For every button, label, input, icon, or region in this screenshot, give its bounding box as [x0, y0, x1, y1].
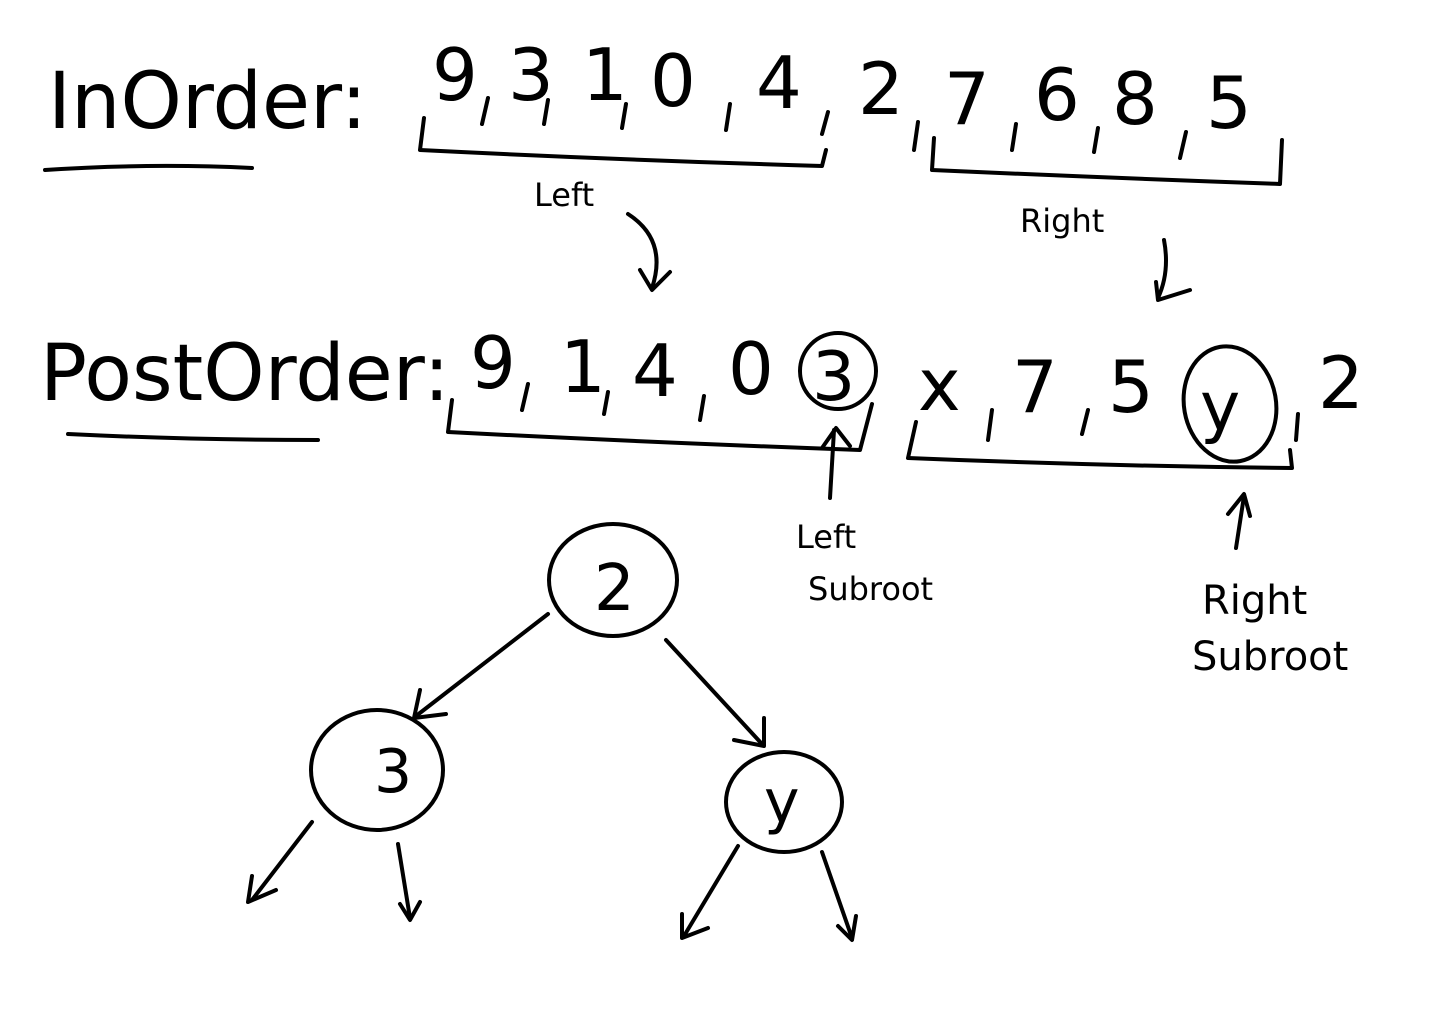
- arrow-head-icon: [246, 874, 278, 904]
- postorder-value: 0: [728, 327, 774, 411]
- inorder-value: 4: [756, 41, 802, 125]
- postorder-value: 9: [470, 321, 516, 405]
- inorder-value: 6: [1034, 53, 1080, 137]
- right-label: Right: [1020, 202, 1104, 240]
- inorder-separators: [480, 96, 1188, 160]
- postorder-value: 4: [632, 329, 678, 413]
- tree-edge: [396, 842, 412, 920]
- postorder-separators: [520, 382, 1300, 442]
- arrow-head-icon: [680, 912, 710, 940]
- tree-edge: [664, 638, 764, 746]
- postorder-value: 7: [1012, 345, 1058, 429]
- left-subroot-circle: [798, 331, 878, 411]
- arrow-head-icon: [638, 268, 672, 292]
- tree-edge: [820, 850, 854, 940]
- left-subroot-pointer: [828, 428, 836, 500]
- inorder-value: 9: [432, 33, 478, 117]
- inorder-right-bracket: [930, 136, 1284, 186]
- left-subroot-label-line: Subroot: [808, 570, 933, 608]
- inorder-title: InOrder:: [48, 57, 367, 147]
- left-pointer-arrow: [626, 212, 659, 290]
- inorder-value: 1: [582, 33, 628, 117]
- tree-edge: [250, 820, 314, 902]
- inorder-value: 0: [650, 39, 696, 123]
- inorder-value: 5: [1206, 61, 1252, 145]
- arrow-head-icon: [412, 688, 448, 720]
- arrow-head-icon: [398, 900, 422, 922]
- tree-node-root-label: 2: [594, 552, 635, 626]
- left-label: Left: [534, 176, 594, 214]
- postorder-value: 1: [560, 325, 606, 409]
- tree-node-right-label: y: [764, 767, 800, 837]
- postorder-title: PostOrder:: [40, 329, 450, 419]
- arrow-head-icon: [1154, 280, 1192, 302]
- postorder-value: 2: [1318, 341, 1364, 425]
- tree-edge: [414, 612, 550, 718]
- inorder-value: 2: [858, 47, 904, 131]
- arrow-head-icon: [1226, 492, 1252, 518]
- right-pointer-arrow: [1156, 238, 1168, 300]
- tree-node-right: [724, 750, 844, 854]
- postorder-left-bracket: [446, 398, 874, 452]
- postorder-value: y: [1200, 368, 1240, 447]
- right-subroot-label: Right Subroot: [1192, 578, 1348, 680]
- postorder-sequence: 9 1 4 0 3 x 7 5 y 2: [470, 321, 1364, 447]
- postorder-value: 5: [1108, 345, 1154, 429]
- right-subroot-pointer: [1234, 494, 1246, 550]
- binary-tree: 2 3 y: [246, 522, 858, 942]
- inorder-value: 8: [1112, 57, 1158, 141]
- left-subroot-label-line: Left: [796, 518, 856, 556]
- tree-node-left-label: 3: [374, 737, 412, 807]
- right-subroot-circle: [1181, 344, 1279, 464]
- inorder-value: 7: [944, 57, 990, 141]
- inorder-left-bracket: [418, 116, 828, 168]
- arrow-head-icon: [732, 716, 766, 748]
- tree-node-left: [309, 708, 445, 832]
- tree-node-root: [547, 522, 679, 638]
- arrow-head-icon: [820, 426, 852, 450]
- arrow-head-icon: [836, 914, 858, 942]
- tree-edge: [682, 844, 740, 938]
- inorder-title-underline: [43, 163, 254, 172]
- inorder-sequence: 9 3 1 0 4 2 7 6 8 5: [432, 33, 1252, 160]
- postorder-value: x: [918, 343, 961, 427]
- right-subroot-label-line: Subroot: [1192, 634, 1348, 680]
- right-subroot-label-line: Right: [1202, 578, 1307, 624]
- left-subroot-label: Left Subroot: [796, 518, 933, 608]
- postorder-right-bracket: [906, 420, 1294, 470]
- postorder-title-underline: [66, 432, 320, 442]
